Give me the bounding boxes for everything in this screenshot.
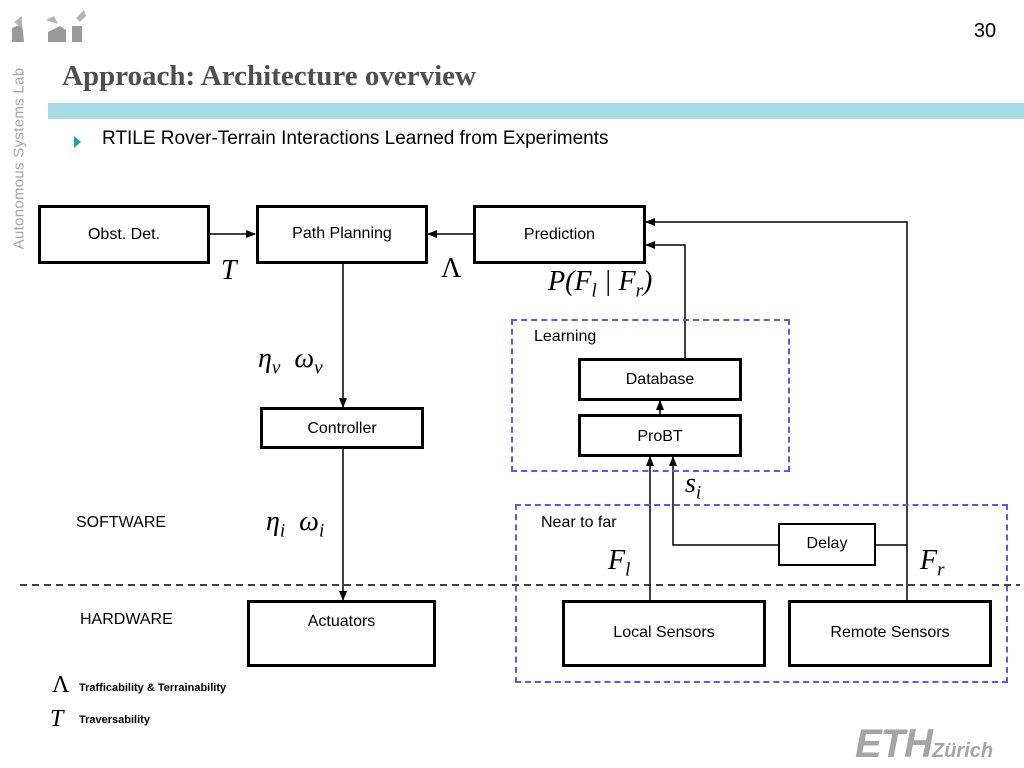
database-label: Database	[625, 371, 695, 388]
probt-label: ProBT	[637, 428, 683, 445]
delay-label: Delay	[806, 535, 848, 552]
near-to-far-group	[515, 504, 1008, 683]
prediction-box: Prediction	[473, 205, 646, 264]
local-sensors-box: Local Sensors	[562, 600, 766, 667]
symbol-lambda: Λ	[441, 253, 462, 284]
delay-box: Delay	[778, 523, 876, 566]
probt-box: ProBT	[578, 414, 742, 457]
bullet-text: RTILE Rover-Terrain Interactions Learned…	[102, 128, 609, 149]
path-planning-label: Path Planning	[292, 225, 392, 242]
legend-T-text: Traversability	[79, 714, 150, 726]
legend-lambda-text: Trafficability & Terrainability	[79, 682, 227, 694]
near-to-far-group-label: Near to far	[541, 514, 617, 531]
software-label: SOFTWARE	[76, 514, 167, 531]
prediction-label: Prediction	[523, 226, 596, 243]
symbol-eta-i-omega-i: ηi ωi	[266, 506, 325, 542]
obst-det-label: Obst. Det.	[87, 226, 161, 243]
arrow-remote-to-prediction	[645, 218, 908, 600]
remote-sensors-label: Remote Sensors	[830, 624, 950, 641]
path-planning-box: Path Planning	[256, 205, 428, 264]
actuators-box: Actuators	[247, 600, 436, 667]
database-box: Database	[578, 358, 742, 401]
page-number: 30	[973, 20, 997, 42]
actuators-label: Actuators	[307, 613, 376, 630]
arrow-delay-to-probt	[669, 456, 778, 546]
symbol-s-i: si	[685, 468, 702, 504]
symbol-eta-v-omega-v: ηv ωv	[258, 343, 323, 379]
symbol-T: T	[221, 255, 237, 286]
legend-lambda-symbol: Λ	[52, 672, 70, 698]
symbol-F-r: Fr	[920, 545, 945, 581]
bullet-arrow-icon	[74, 136, 81, 148]
symbol-F-l: Fl	[608, 545, 631, 581]
title-bar	[48, 103, 1024, 119]
hardware-label: HARDWARE	[80, 611, 173, 628]
obst-det-box: Obst. Det.	[38, 205, 210, 264]
controller-label: Controller	[307, 420, 377, 437]
eth-zurich-logo: ETHZürich	[855, 722, 994, 766]
learning-group	[511, 319, 790, 472]
symbol-probability: P(Fl | Fr)	[548, 266, 653, 302]
lab-logo-icon	[12, 10, 86, 42]
slide-title: Approach: Architecture overview	[62, 60, 476, 92]
learning-group-label: Learning	[534, 328, 597, 345]
remote-sensors-box: Remote Sensors	[788, 600, 992, 667]
controller-box: Controller	[260, 407, 424, 449]
local-sensors-label: Local Sensors	[613, 624, 715, 641]
legend-T-symbol: T	[50, 706, 64, 732]
